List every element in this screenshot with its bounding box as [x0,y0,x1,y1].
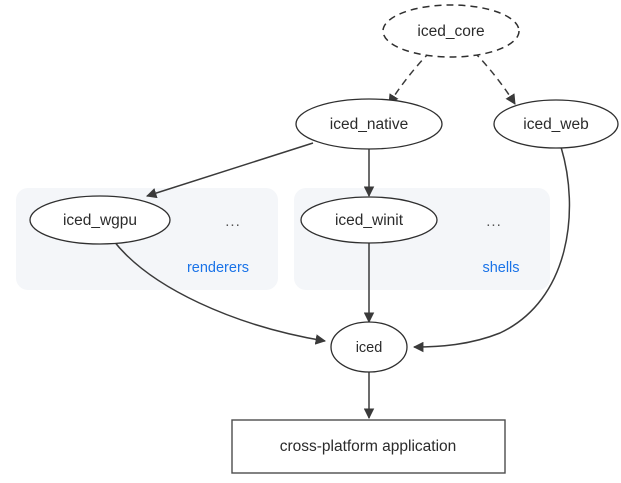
node-iced_web-label: iced_web [523,116,589,133]
node-iced_native-label: iced_native [330,116,408,133]
cluster-renderers-ellipsis: ... [225,213,241,230]
node-application-shape[interactable] [231,419,506,474]
node-iced-shape[interactable] [330,321,408,373]
node-iced_core[interactable]: iced_core [382,4,520,58]
node-iced_wgpu-shape[interactable] [29,195,171,245]
node-iced_wgpu-label: iced_wgpu [63,212,137,229]
node-iced_web[interactable]: iced_web [493,99,619,149]
cluster-shells-label: shells [482,260,519,276]
cluster-renderers-label: renderers [187,260,249,276]
node-iced_winit-label: iced_winit [335,212,404,229]
node-iced[interactable]: iced [330,321,408,373]
node-application-label: cross-platform application [280,438,457,455]
edge-iced_core-to-iced_web [473,51,516,105]
node-iced_native-shape[interactable] [295,98,443,150]
edge-iced_web-to-iced [412,146,571,353]
node-iced_native[interactable]: iced_native [295,98,443,150]
edge-iced_wgpu-to-iced [112,239,327,345]
node-iced_core-shape[interactable] [382,4,520,58]
node-iced-label: iced [356,340,383,356]
node-iced_winit-shape[interactable] [300,196,438,244]
edge-iced_native-to-iced_wgpu [145,142,314,199]
edge-iced_core-to-iced_native [388,51,431,105]
node-iced_winit[interactable]: iced_winit [300,196,438,244]
node-cross-platform-application[interactable]: cross-platform application [231,419,506,474]
node-iced_wgpu[interactable]: iced_wgpu [29,195,171,245]
node-iced_web-shape[interactable] [493,99,619,149]
node-iced_core-label: iced_core [417,23,484,40]
cluster-shells-ellipsis: ... [486,213,502,230]
